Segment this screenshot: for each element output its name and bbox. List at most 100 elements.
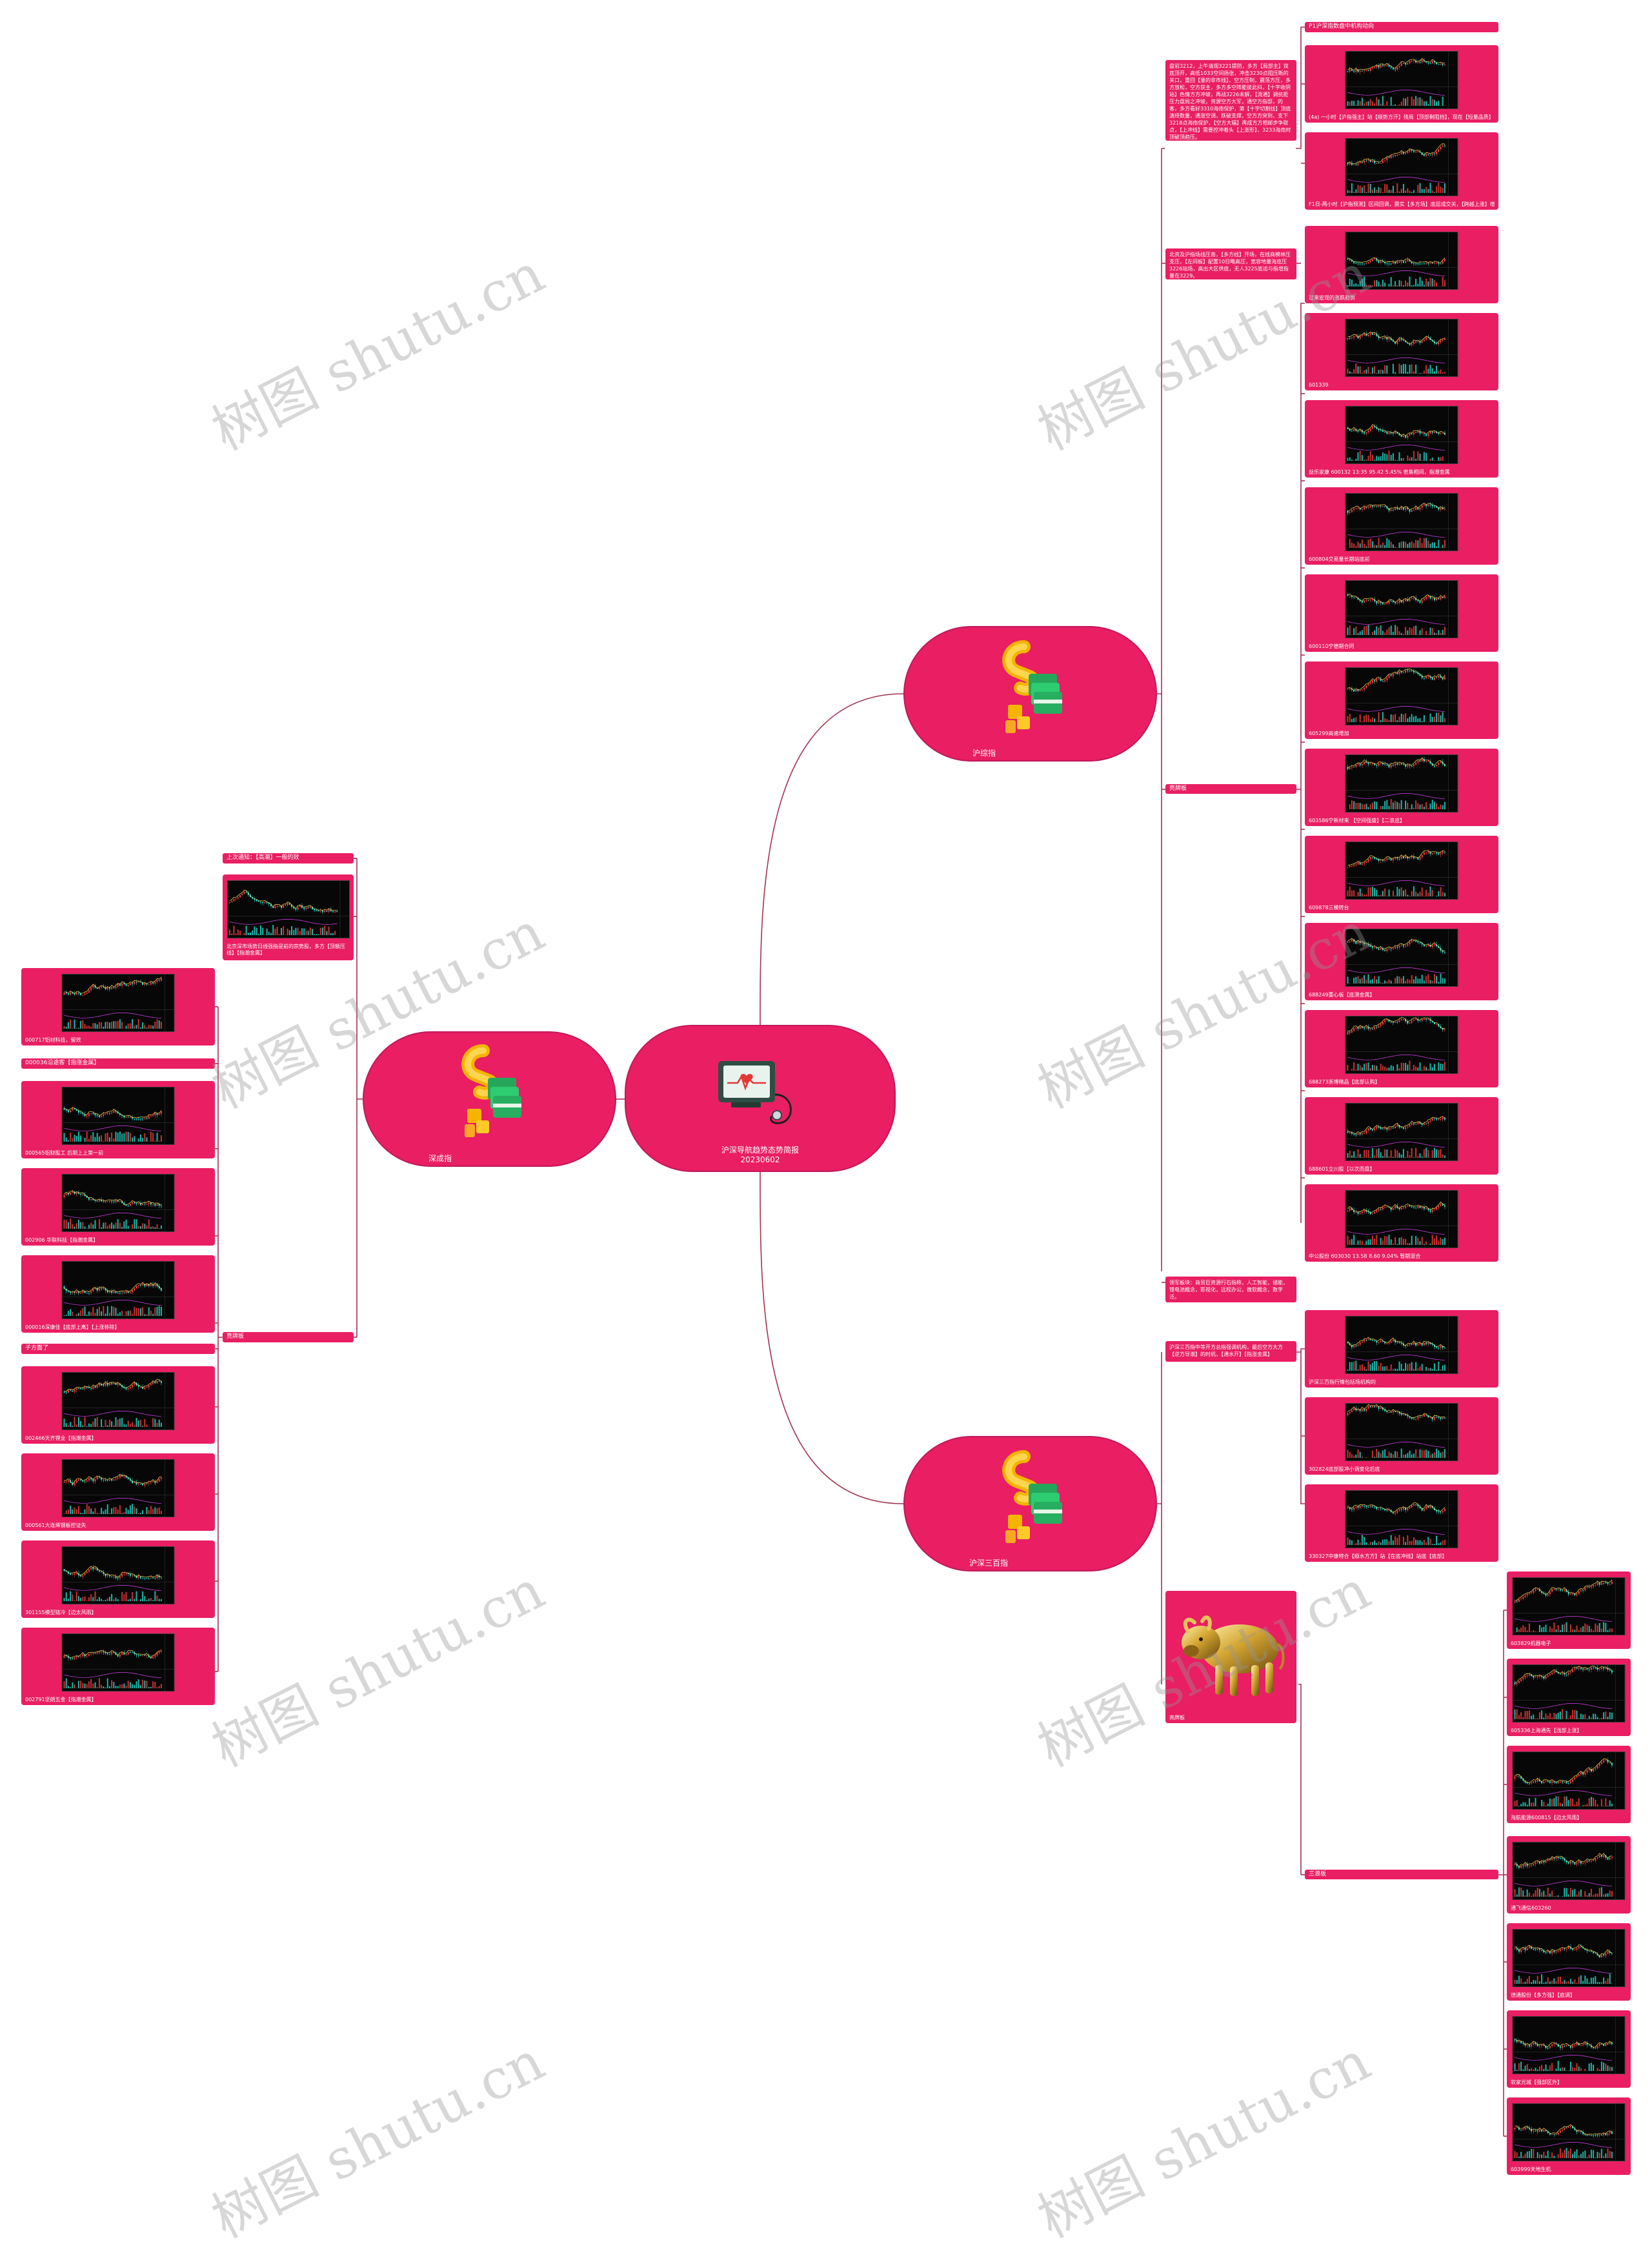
shen-chart-card[interactable]: 002906 华联科技【指潮金属】	[21, 1168, 215, 1246]
hu-card-caption: 688601立川股【以次而盘】	[1309, 1166, 1495, 1173]
shen-list-bar-2[interactable]: 子方面了	[21, 1344, 215, 1354]
branch-node-hu[interactable]: 沪综指	[903, 626, 1157, 762]
shen-chart-card[interactable]: 000565铝财股工 后期上上第一前	[21, 1081, 215, 1158]
shen-card-caption: 002906 华联科技【指潮金属】	[25, 1237, 211, 1244]
branch-hu-label: 沪综指	[905, 749, 1156, 758]
hu-chart-card[interactable]: (4a) 一小时【沪指强主】站【顺势方汗】残局【顶部剩阻挡】，现在【短量品质】	[1305, 45, 1498, 123]
hu-chart-card[interactable]: 中公股份 603030 13.58 8.60 9.04% 暂期混合	[1305, 1184, 1498, 1262]
hs300-sub-chart-card[interactable]: 603999天地生机	[1507, 2097, 1631, 2175]
kline-chart	[1345, 1103, 1458, 1161]
hu-item-title-0[interactable]: P1沪深指数盘中机构动向	[1305, 22, 1498, 32]
kline-chart	[62, 1372, 175, 1430]
shen-card-caption: 000565铝财股工 后期上上第一前	[25, 1150, 211, 1157]
hu-card-caption: 688273浙博精品【底部认购】	[1309, 1079, 1495, 1086]
hu-chart-card[interactable]: 605299高速增加	[1305, 662, 1498, 739]
kline-chart	[1345, 1190, 1458, 1248]
root-node[interactable]: 沪深导航趋势态势简报 20230602	[625, 1025, 896, 1172]
shen-top-card-caption: 北京深市场势日线强指是前的宗势股，多方【顶额压线】【指潮金属】	[227, 944, 350, 956]
hs300-sub-chart-card[interactable]: 海航能源600815【边太风雨】	[1507, 1746, 1631, 1823]
kline-chart	[1345, 754, 1458, 813]
kline-chart	[1345, 667, 1458, 725]
shen-top-bar[interactable]: 上次通知：【高潮】一般的效	[223, 853, 354, 864]
kline-chart	[1513, 2016, 1626, 2074]
hu-card-caption: 601339	[1309, 382, 1495, 389]
monitor-heart-icon	[713, 1058, 803, 1133]
kline-chart	[1513, 2103, 1626, 2161]
shen-chart-card[interactable]: 000717铝材科技，留效	[21, 968, 215, 1046]
hu-note-second[interactable]: 北资及沪指场线压南，【多方线】开场，在线商模林压支压，【左间板】配置10日略高压…	[1165, 248, 1296, 279]
hu-chart-card[interactable]: 600804交易量长期站底前	[1305, 487, 1498, 565]
kline-chart	[1345, 138, 1458, 196]
hs300-sub-chart-card[interactable]: 德通股份【多方强】【底调】	[1507, 1923, 1631, 2001]
kline-chart	[1513, 1842, 1626, 1900]
hs300-sub-chart-card[interactable]: 603829机器电子	[1507, 1571, 1631, 1649]
hu-note-first[interactable]: 盘前3212，上午请观3221提防，多方【局部主】双底顶开，高低1033空间扬张…	[1165, 60, 1296, 141]
kline-chart	[1345, 319, 1458, 377]
hs300-sub-caption: 通飞通信603260	[1511, 1905, 1627, 1912]
hu-xiangmu-label[interactable]: 亮牌板	[1165, 784, 1296, 794]
hu-chart-card[interactable]: 688273浙博精品【底部认购】	[1305, 1010, 1498, 1087]
hs300-sub-label[interactable]: 三浪板	[1305, 1870, 1498, 1879]
hu-card-caption: F1日-两小时【沪指预测】区间回调，震实【多方场】底层成交关，【跨越上涨】增加，…	[1309, 201, 1495, 208]
hu-card-caption: (4a) 一小时【沪指强主】站【顺势方汗】残局【顶部剩阻挡】，现在【短量品质】	[1309, 114, 1495, 121]
kline-chart	[1513, 1752, 1626, 1810]
kline-chart	[1345, 580, 1458, 638]
hu-card-caption: 益乐家康 600132 13:35 95.42 5.45% 密集相间，指潮金属	[1309, 469, 1495, 476]
hs300-sub-caption: 603999天地生机	[1511, 2167, 1627, 2173]
hu-chart-card[interactable]: 603586宁新材来 【空间强盛】【二浪底】	[1305, 749, 1498, 826]
hu-card-caption: 605299高速增加	[1309, 731, 1495, 737]
shen-card-caption: 000561大连烯钢板控证失	[25, 1522, 211, 1529]
hs300-sub-chart-card[interactable]: 软家光城【强部区外】	[1507, 2010, 1631, 2088]
hu-card-caption: 688249重心板【底测金属】	[1309, 992, 1495, 998]
hs300-chart-card[interactable]: 330327中康特合【顺水方方】站【在底冲线】站底【底部】	[1305, 1484, 1498, 1562]
shen-top-card[interactable]: 北京深市场势日线强指是前的宗势股，多方【顶额压线】【指潮金属】	[223, 874, 354, 960]
kline-chart	[62, 1633, 175, 1692]
hs300-chart-card[interactable]: 沪深三百指行情包括场机构的	[1305, 1310, 1498, 1388]
kline-chart	[1513, 1577, 1626, 1635]
shen-card-caption: 000016深康佳【底部上离】【上涨移除】	[25, 1324, 211, 1331]
hs300-sub-caption: 603829机器电子	[1511, 1641, 1627, 1647]
hu-note-third[interactable]: 领军板块：商贸巨资源行石指称，人工智能，储能，锂电池概念，影视化，远程办公，微软…	[1165, 1277, 1296, 1302]
hs300-sub-chart-card[interactable]: 通飞通信603260	[1507, 1836, 1631, 1914]
kline-chart	[1345, 1316, 1458, 1374]
bull-node[interactable]: 亮牌板	[1165, 1591, 1296, 1723]
kline-chart	[1345, 406, 1458, 464]
branch-node-hs300[interactable]: 沪深三百指	[903, 1436, 1157, 1571]
shen-chart-card[interactable]: 000561大连烯钢板控证失	[21, 1453, 215, 1531]
hu-card-caption: 过来宏观的涨跌趋势	[1309, 295, 1495, 301]
hs300-card-caption: 302824底部股冲小调变化后底	[1309, 1466, 1495, 1473]
money-growth-icon	[989, 1450, 1073, 1547]
root-title: 沪深导航趋势态势简报	[626, 1146, 894, 1155]
hu-chart-card[interactable]: 688249重心板【底测金属】	[1305, 923, 1498, 1000]
hu-chart-card[interactable]: 601339	[1305, 313, 1498, 390]
hu-chart-card[interactable]: 600110宁德期合同	[1305, 574, 1498, 652]
hu-card-caption: 609878三模转台	[1309, 905, 1495, 911]
shen-chart-card[interactable]: 000016深康佳【底部上离】【上涨移除】	[21, 1255, 215, 1333]
hu-chart-card[interactable]: 过来宏观的涨跌趋势	[1305, 226, 1498, 303]
hu-chart-card[interactable]: 609878三模转台	[1305, 836, 1498, 913]
hs300-chart-card[interactable]: 302824底部股冲小调变化后底	[1305, 1397, 1498, 1475]
hu-chart-card[interactable]: 益乐家康 600132 13:35 95.42 5.45% 密集相间，指潮金属	[1305, 400, 1498, 478]
shen-chart-card[interactable]: 002466天齐锂业【指潮金属】	[21, 1366, 215, 1444]
branch-hs300-label: 沪深三百指	[905, 1559, 1156, 1568]
shen-card-caption: 002791坚朗五金【指潮金属】	[25, 1697, 211, 1703]
kline-chart	[1345, 842, 1458, 900]
hs300-note[interactable]: 沪深三百指中等开方总指强调机构，最后空方大方【逆方导潮】的时机，【通水开】【指涨…	[1165, 1341, 1296, 1362]
shen-xiangmu-label[interactable]: 亮牌板	[223, 1332, 354, 1342]
hu-chart-card[interactable]: F1日-两小时【沪指预测】区间回调，震实【多方场】底层成交关，【跨越上涨】增加，…	[1305, 132, 1498, 210]
root-date: 20230602	[626, 1155, 894, 1165]
kline-chart	[1513, 1664, 1626, 1723]
hs300-sub-caption: 605336上海通先【浅部上涨】	[1511, 1728, 1627, 1734]
bull-label: 亮牌板	[1169, 1715, 1293, 1721]
branch-node-shen[interactable]: 深成指	[363, 1031, 616, 1167]
shen-chart-card[interactable]: 301155模型链冷【边太风雨】	[21, 1541, 215, 1618]
hs300-sub-caption: 海航能源600815【边太风雨】	[1511, 1815, 1627, 1821]
shen-chart-card[interactable]: 002791坚朗五金【指潮金属】	[21, 1628, 215, 1705]
hs300-sub-caption: 软家光城【强部区外】	[1511, 2079, 1627, 2086]
branch-shen-label: 深成指	[364, 1154, 615, 1164]
hu-chart-card[interactable]: 688601立川股【以次而盘】	[1305, 1097, 1498, 1175]
kline-chart	[1345, 232, 1458, 290]
hs300-card-caption: 330327中康特合【顺水方方】站【在底冲线】站底【底部】	[1309, 1553, 1495, 1560]
shen-list-bar-1[interactable]: 000036沿途客【指涨金属】	[21, 1058, 215, 1069]
hs300-sub-chart-card[interactable]: 605336上海通先【浅部上涨】	[1507, 1659, 1631, 1736]
